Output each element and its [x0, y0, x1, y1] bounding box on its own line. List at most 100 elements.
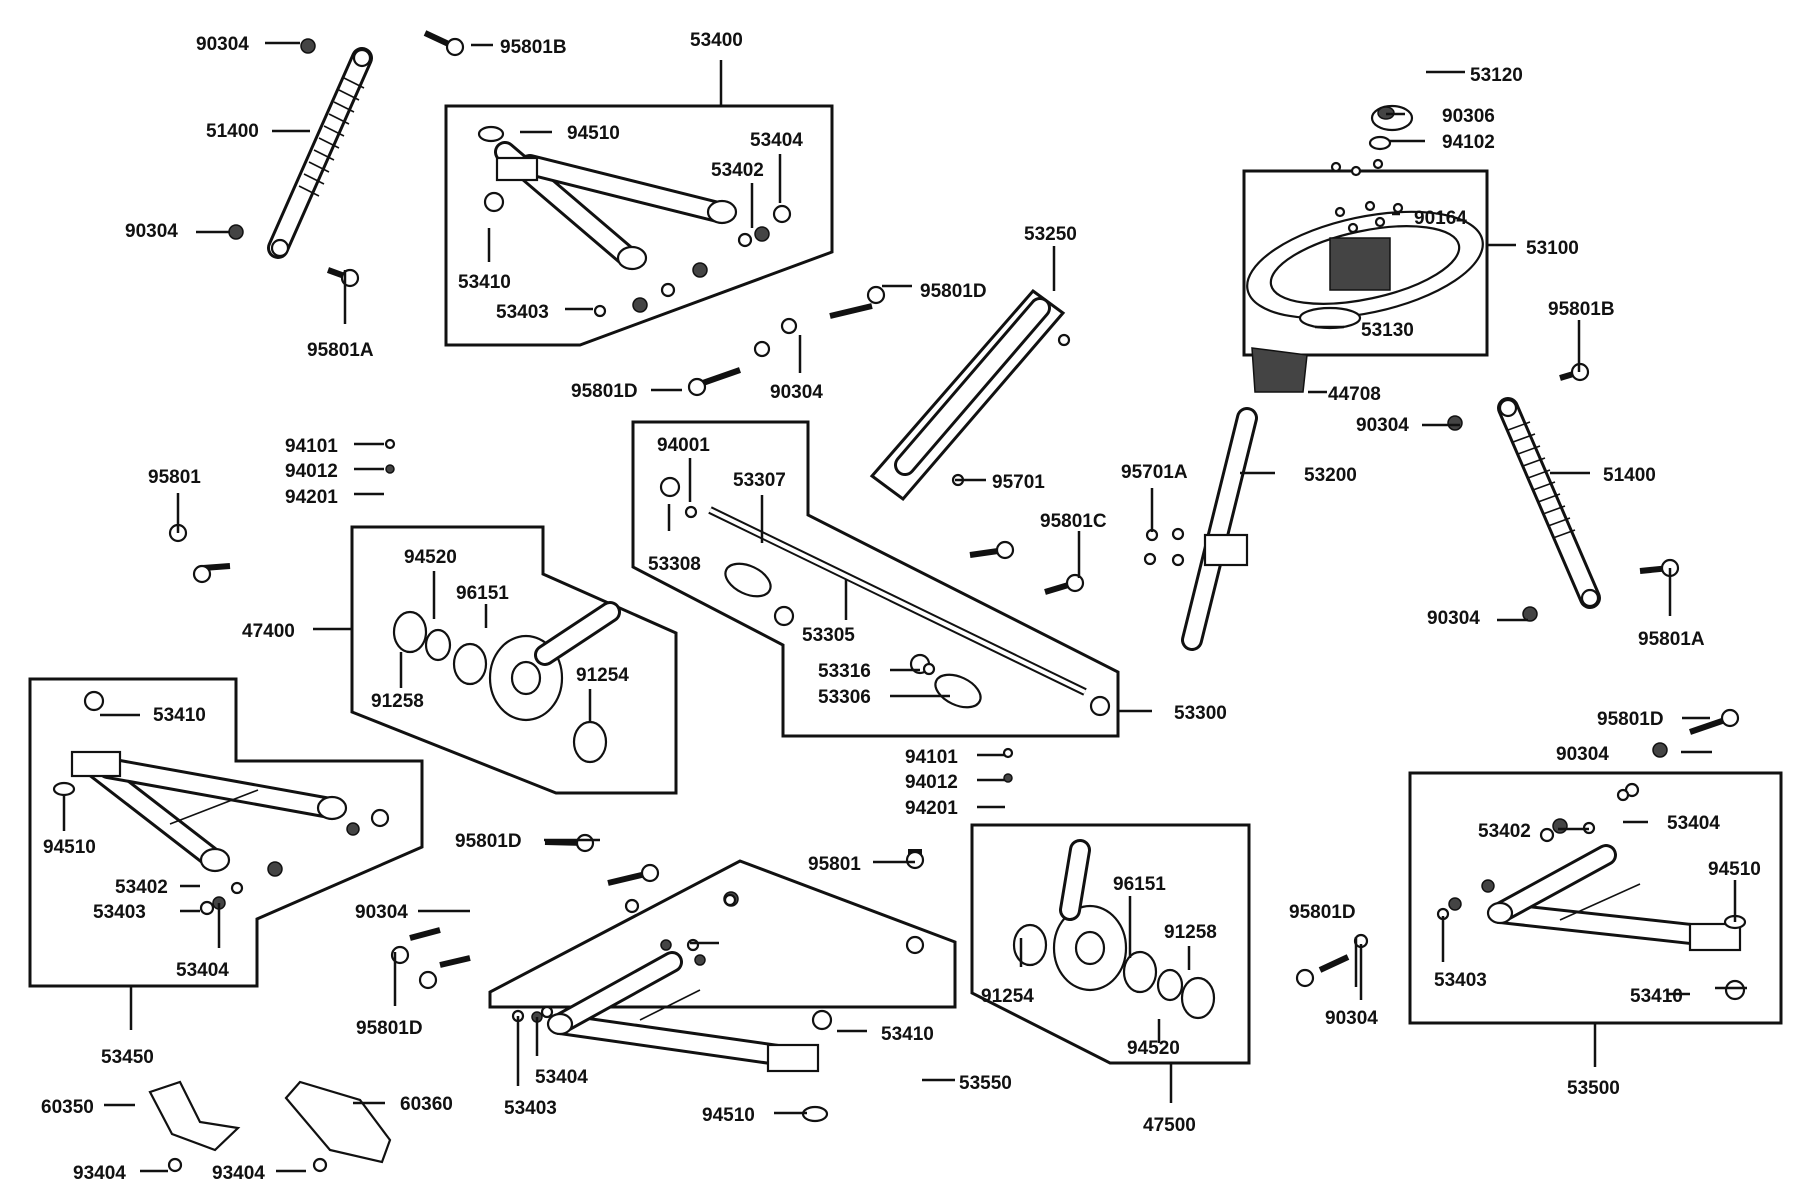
small-hardware: [52, 38, 1747, 1173]
part-label: 95801D: [356, 1018, 423, 1039]
part-label: 95801: [148, 467, 201, 488]
part-label: 94201: [905, 798, 958, 819]
part-label: 95801D: [1597, 709, 1664, 730]
part-label: 95801D: [920, 281, 987, 302]
part-label: 95801B: [1548, 299, 1615, 320]
part-label: 95801: [808, 854, 861, 875]
part-label: 53410: [153, 705, 206, 726]
part-label: 60350: [41, 1097, 94, 1118]
part-label: 94102: [1442, 132, 1495, 153]
part-label: 53402: [711, 160, 764, 181]
part-label: 53403: [93, 902, 146, 923]
part-label: 90304: [770, 382, 823, 403]
part-label: 95801D: [455, 831, 522, 852]
part-label: 94001: [657, 435, 710, 456]
part-label: 93404: [73, 1163, 126, 1184]
a-arm-upper-53400: [494, 141, 738, 271]
part-label: 95801D: [1289, 902, 1356, 923]
part-label: 90304: [1325, 1008, 1378, 1029]
part-label: 53403: [496, 302, 549, 323]
part-label: 53404: [176, 960, 229, 981]
box-53250: [869, 288, 1066, 502]
part-label: 90304: [196, 34, 249, 55]
part-label: 95801C: [1040, 511, 1107, 532]
part-label: 90304: [1356, 415, 1409, 436]
part-label: 53130: [1361, 320, 1414, 341]
part-label: 94510: [43, 837, 96, 858]
part-label: 53316: [818, 661, 871, 682]
part-label: 53410: [881, 1024, 934, 1045]
part-label: 47400: [242, 621, 295, 642]
part-label: 53300: [1174, 703, 1227, 724]
part-label: 53402: [115, 877, 168, 898]
part-label: 53250: [1024, 224, 1077, 245]
part-label: 90304: [125, 221, 178, 242]
part-label: 53410: [1630, 986, 1683, 1007]
box-53550: [488, 859, 957, 1009]
part-label: 53307: [733, 470, 786, 491]
part-label: 53404: [750, 130, 803, 151]
part-label: 94101: [285, 436, 338, 457]
part-label: 95801A: [307, 340, 374, 361]
part-label: 53403: [1434, 970, 1487, 991]
part-label: 96151: [1113, 874, 1166, 895]
knuckle-47400: [392, 601, 621, 764]
box-53400: [444, 104, 834, 347]
box-53450: [28, 677, 424, 988]
part-label: 94012: [285, 461, 338, 482]
cover-60360: [284, 1080, 392, 1164]
part-label: 51400: [206, 121, 259, 142]
part-label: 53404: [1667, 813, 1720, 834]
part-label: 94510: [567, 123, 620, 144]
part-label: 91258: [1164, 922, 1217, 943]
part-label: 51400: [1603, 465, 1656, 486]
part-label: 91254: [981, 986, 1034, 1007]
part-label: 53200: [1304, 465, 1357, 486]
part-label: 91258: [371, 691, 424, 712]
rack-and-tie-rods: [659, 476, 1111, 717]
box-47400: [350, 525, 678, 795]
shock-absorber-left: [267, 47, 373, 259]
steering-shaft: [894, 297, 1051, 476]
part-label: 53402: [1478, 821, 1531, 842]
part-labels: 90304 95801B 53400 53120 51400 94510 534…: [41, 30, 1761, 1184]
part-label: 53400: [690, 30, 743, 51]
steering-wheel: [1246, 210, 1484, 320]
part-label: 94520: [404, 547, 457, 568]
part-label: 91254: [576, 665, 629, 686]
box-47500: [970, 823, 1251, 1065]
part-label: 53403: [504, 1098, 557, 1119]
part-label: 53305: [802, 625, 855, 646]
part-label: 53404: [535, 1067, 588, 1088]
a-arm-lower-53500: [1486, 844, 1742, 952]
part-label: 93404: [212, 1163, 265, 1184]
cushion-44708: [1251, 347, 1308, 393]
part-label: 95801D: [571, 381, 638, 402]
part-label: 44708: [1328, 384, 1381, 405]
shock-absorber-right: [1497, 397, 1601, 609]
part-label: 95701A: [1121, 462, 1188, 483]
box-53100: [1242, 169, 1489, 357]
part-label: 53120: [1470, 65, 1523, 86]
part-label: 90306: [1442, 106, 1495, 127]
a-arm-lower-53550: [546, 951, 820, 1073]
part-label: 53550: [959, 1073, 1012, 1094]
part-label: 53410: [458, 272, 511, 293]
part-label: 90304: [1427, 608, 1480, 629]
steering-column: [1181, 407, 1258, 651]
part-label: 94510: [1708, 859, 1761, 880]
part-label: 94510: [702, 1105, 755, 1126]
part-label: 53306: [818, 687, 871, 708]
part-label: 53450: [101, 1047, 154, 1068]
part-label: 96151: [456, 583, 509, 604]
part-label: 94201: [285, 487, 338, 508]
part-label: 95701: [992, 472, 1045, 493]
part-label: 53308: [648, 554, 701, 575]
cover-60350: [148, 1080, 241, 1152]
part-label: 90164: [1414, 208, 1467, 229]
part-label: 53100: [1526, 238, 1579, 259]
part-label: 90304: [355, 902, 408, 923]
part-label: 94520: [1127, 1038, 1180, 1059]
leader-lines: [62, 41, 1747, 1173]
